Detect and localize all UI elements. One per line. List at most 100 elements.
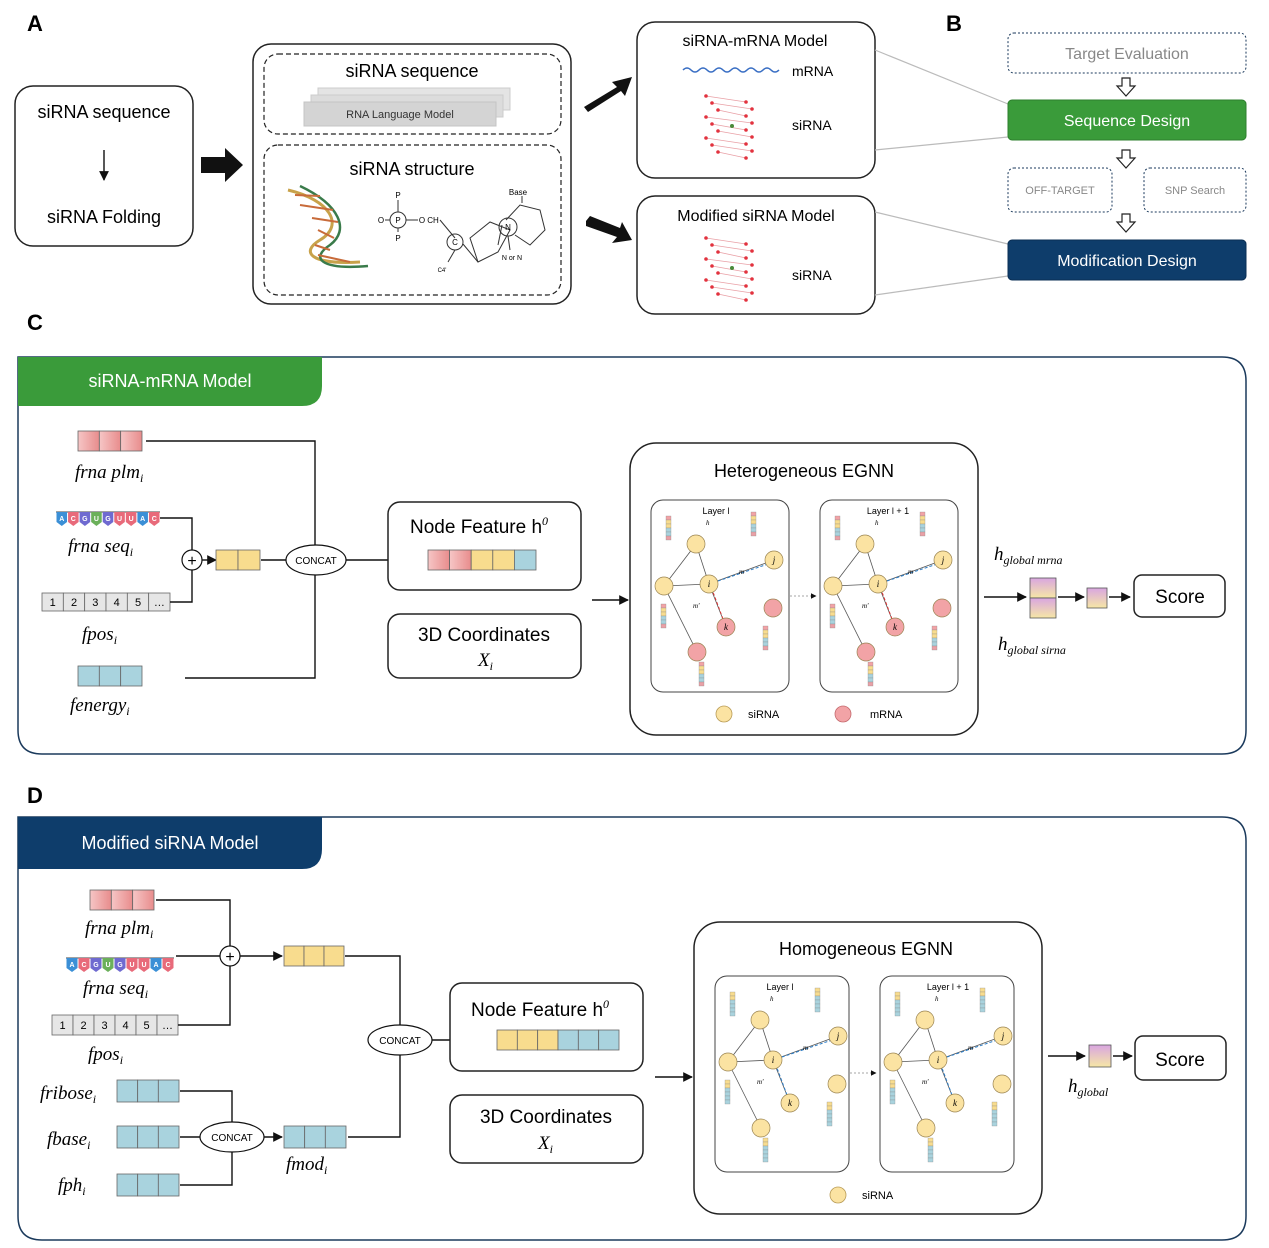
sequence-flag-letter: G (105, 516, 111, 523)
score-label: Score (1155, 587, 1205, 608)
vector-cell (557, 1029, 579, 1051)
concat-label: CONCAT (211, 1133, 252, 1144)
sequence-flag (79, 512, 91, 526)
feature-bar-cell (894, 1007, 901, 1013)
structure-bond (717, 272, 753, 280)
feature-bar-cell (762, 1149, 769, 1155)
global-embedding-mrna (1029, 577, 1057, 599)
sequence-flag (68, 512, 79, 526)
feature-bar-cell (867, 661, 874, 667)
structure-atom (750, 107, 754, 111)
structure-atom (730, 124, 734, 128)
position-cell-label: 5 (143, 1020, 149, 1032)
structure-atom (704, 278, 708, 282)
graph-node (933, 550, 953, 570)
feature-bar-cell (834, 531, 841, 537)
fmod-label: fmodi (286, 1154, 327, 1177)
graph-node-label-i: i (937, 1055, 940, 1065)
feature-bar-cell (927, 1137, 934, 1143)
structure-atom (710, 243, 714, 247)
feature-bar-cell (834, 515, 841, 521)
fpos-label: fposi (88, 1044, 123, 1067)
connector-line (178, 966, 231, 1026)
graph-node (916, 1118, 936, 1138)
graph-node (827, 1074, 847, 1094)
feature-bar-cell (660, 607, 667, 613)
legend-mrna-label: mRNA (870, 709, 903, 721)
sequence-flag (102, 958, 114, 972)
connector-line (345, 955, 401, 1026)
thick-arrow-down (586, 216, 632, 243)
feature-bar-cell (927, 1153, 934, 1159)
structure-atom (744, 128, 748, 132)
feature-bar-cell (665, 523, 672, 529)
structure-atom (744, 298, 748, 302)
structure-atom (716, 129, 720, 133)
connector-line (874, 136, 1009, 151)
graph-node-label-i: i (877, 579, 880, 589)
feature-bar-cell (867, 681, 874, 687)
vector-cell (492, 549, 515, 571)
panel-c-tab (18, 357, 322, 406)
feature-bar-cell (894, 991, 901, 997)
feature-bar-cell (826, 1105, 833, 1111)
message-label-ij: m (739, 568, 744, 576)
feature-bar-cell (919, 511, 926, 517)
vector-cell (89, 889, 112, 911)
graph-node (654, 576, 674, 596)
structure-atom (716, 108, 720, 112)
graph-node-label-k: k (893, 622, 898, 632)
feature-bar-cell (867, 665, 874, 671)
vector-cell (427, 549, 451, 571)
feature-bar-cell (979, 999, 986, 1005)
node-feature-label: Node Feature h0 (410, 514, 548, 538)
feature-bar-cell (979, 1003, 986, 1009)
connector-line (146, 440, 316, 560)
panel-label-b: B (946, 11, 962, 36)
graph-node (763, 1050, 783, 1070)
feature-bar-cell (889, 1087, 896, 1093)
feature-bar-cell (665, 535, 672, 541)
feature-bar-cell (729, 999, 736, 1005)
feature-bar-cell (729, 991, 736, 997)
modification-design-box (1007, 239, 1247, 281)
vector-cell (496, 1029, 518, 1051)
feature-bar-cell (931, 629, 938, 635)
layer-l-label: Layer l (702, 506, 729, 516)
feature-bar-cell (829, 615, 836, 621)
snp-search-label: SNP Search (1165, 185, 1225, 197)
mod-feature-vector (283, 1125, 347, 1149)
h-global-sirna-label: hglobal sirna (998, 634, 1066, 657)
feature-bar-cell (762, 645, 769, 651)
sequence-flag-letter: A (59, 516, 64, 523)
plm-feature-vector (77, 430, 143, 452)
vector-cell (516, 1029, 539, 1051)
panel-c-tab-title: siRNA-mRNA Model (88, 371, 251, 391)
layer-l-panel (714, 975, 850, 1173)
node-feature-label: Node Feature h0 (471, 997, 609, 1021)
feature-bar-cell (729, 1011, 736, 1017)
feature-bar-cell (814, 999, 821, 1005)
feature-bar-cell (660, 619, 667, 625)
feature-bar-cell (762, 633, 769, 639)
modified-model-title: Modified siRNA Model (677, 208, 834, 225)
feature-bar-cell (834, 527, 841, 533)
sequence-flag (66, 958, 78, 972)
structure-bond (717, 251, 747, 259)
legend-mrna-node (834, 705, 852, 723)
feature-bar-cell (729, 1003, 736, 1009)
message-label-ij: m (803, 1044, 808, 1052)
vector-cell (157, 1125, 180, 1149)
graph-node (855, 534, 875, 554)
feature-bar-cell (762, 637, 769, 643)
structure-atom (750, 263, 754, 267)
structure-atom (744, 156, 748, 160)
feature-bar-cell (829, 619, 836, 625)
graph-node (915, 1010, 935, 1030)
vector-cell (116, 1079, 139, 1103)
layer-l-panel (650, 499, 790, 693)
vector-cell (304, 1125, 326, 1149)
feature-bar-cell (814, 1007, 821, 1013)
graph-edge (892, 1061, 927, 1129)
structure-section (263, 144, 562, 296)
